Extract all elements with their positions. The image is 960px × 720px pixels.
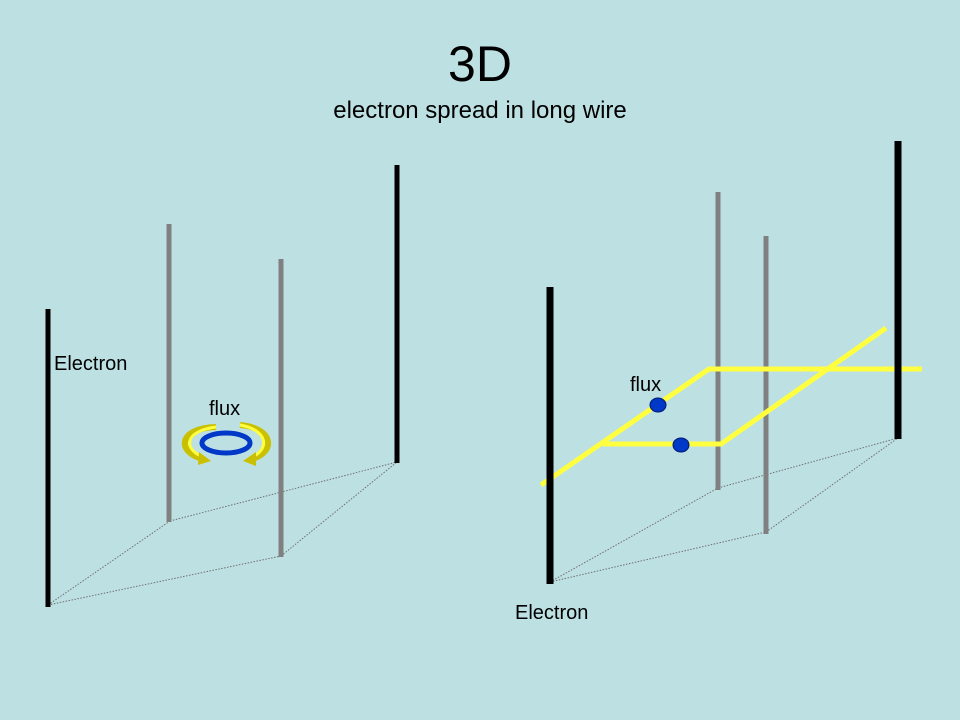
right-base-line [549, 531, 767, 583]
left-panel [45, 165, 400, 607]
flux-arrowhead-right [243, 452, 256, 466]
left-base-lines [47, 461, 398, 606]
left-base-line [47, 555, 282, 606]
slide-title: 3D [448, 36, 512, 92]
flux-path-lower [603, 325, 888, 447]
electron-dot [672, 437, 690, 453]
right-electron-label: Electron [515, 602, 589, 624]
electron-dot [649, 397, 667, 413]
flux-path [539, 325, 922, 488]
left-electron-label: Electron [54, 353, 128, 375]
right-flux-label: flux [630, 374, 662, 396]
left-base-line [47, 520, 171, 606]
flux-ring [199, 430, 253, 456]
left-flux-label: flux [209, 398, 241, 420]
flux-arrow-left [188, 425, 217, 459]
flux-circulation-arrows [181, 422, 271, 466]
flux-arrowhead-left [198, 452, 211, 465]
right-base-line [549, 487, 719, 583]
right-panel [539, 141, 922, 584]
flux-path-upper [539, 366, 922, 488]
right-base-lines [549, 437, 899, 583]
slide-subtitle: electron spread in long wire [333, 97, 627, 124]
left-base-line [280, 461, 398, 557]
right-base-line [717, 437, 899, 489]
right-base-line [765, 437, 899, 533]
flux-arrow-right [239, 423, 266, 459]
